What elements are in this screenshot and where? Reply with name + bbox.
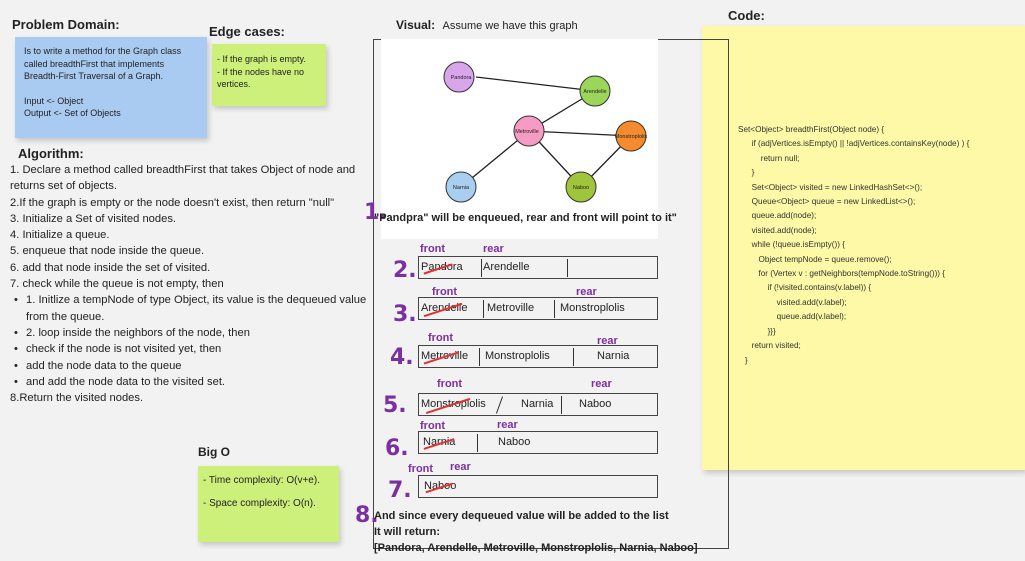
step-number-4: 4. <box>390 345 414 370</box>
queue-state-7: Naboo <box>418 475 658 498</box>
step-number-1: 1. <box>364 200 388 225</box>
graph-label-pandora: Pandora <box>451 75 473 81</box>
space-complexity: - Space complexity: O(n). <box>203 498 316 509</box>
step-number-5: 5. <box>383 393 407 418</box>
algorithm-step: 8.Return the visited nodes. <box>10 392 144 405</box>
problem-input: Input <- Object <box>24 95 84 106</box>
algorithm-step: 4. Initialize a queue. <box>10 229 110 242</box>
code-title: Code: <box>728 8 765 23</box>
queue-cell: Narnia <box>597 350 630 362</box>
graph-svg: Pandora Arendelle Metroville Monstroplol… <box>443 61 648 203</box>
code-block: Set<Object> breadthFirst(Object node) { … <box>738 125 970 365</box>
queue-cell: Naboo <box>579 398 612 410</box>
problem-domain-note[interactable]: Is to write a method for the Graph class… <box>15 37 207 138</box>
code-note[interactable] <box>702 26 1025 470</box>
graph-label-naboo: Naboo <box>573 185 589 191</box>
front-label: front <box>432 286 458 298</box>
algorithm-list: 1. Declare a method called breadthFirst … <box>10 162 375 406</box>
graph-node-arendelle <box>579 75 611 107</box>
step-number-7: 7. <box>388 478 412 503</box>
edge-case-1: - If the graph is empty. <box>217 54 306 64</box>
rear-label: rear <box>483 243 504 255</box>
final-result: [Pandora, Arendelle, Metroville, Monstro… <box>374 542 698 554</box>
graph-label-arendelle: Arendelle <box>583 89 606 95</box>
algorithm-substep: check if the node is not visited yet, th… <box>10 341 375 358</box>
final-line-2: It will return: <box>374 526 440 538</box>
front-label: front <box>420 243 446 255</box>
rear-label: rear <box>597 335 618 347</box>
algorithm-step: 6. add that node inside the set of visit… <box>10 261 211 274</box>
rear-label: rear <box>591 378 612 390</box>
algorithm-title: Algorithm: <box>18 146 84 161</box>
visual-subtitle: Assume we have this graph <box>442 20 578 32</box>
queue-cell: Monstroplolis <box>485 350 550 362</box>
algorithm-substep: add the node data to the queue <box>10 358 375 375</box>
graph-node-pandora <box>443 61 475 93</box>
algorithm-substep: 2. loop inside the neighbors of the node… <box>10 325 375 342</box>
algorithm-step: 5. enqueue that node inside the queue. <box>10 245 205 258</box>
graph-label-monstroplolis: Monstroplolis <box>615 134 648 140</box>
algorithm-substep: 1. Initlize a tempNode of type Object, i… <box>10 292 375 325</box>
graph-diagram: Pandora Arendelle Metroville Monstroplol… <box>381 39 658 239</box>
step-number-3: 3. <box>393 302 417 327</box>
step-1-text: "Pandpra" will be enqueued, rear and fro… <box>374 212 677 224</box>
queue-cell: Naboo <box>498 436 531 448</box>
rear-label: rear <box>576 286 597 298</box>
algorithm-substep: and add the node data to the visited set… <box>10 374 375 391</box>
graph-node-metroville <box>513 115 545 147</box>
queue-state-4: Metroville Monstroplolis Narnia <box>418 345 658 368</box>
algorithm-step: 7. check while the queue is not empty, t… <box>10 278 224 291</box>
queue-state-2: Pandora Arendelle <box>418 256 658 279</box>
step-number-2: 2. <box>393 258 417 283</box>
algorithm-step: 3. Initialize a Set of visited nodes. <box>10 212 177 225</box>
visual-header: Visual: Assume we have this graph <box>396 18 578 32</box>
algorithm-step: 2.If the graph is empty or the node does… <box>10 196 335 209</box>
queue-cell: Narnia <box>521 398 554 410</box>
problem-output: Output <- Set of Objects <box>24 108 121 118</box>
queue-state-3: Arendelle Metroville Monstroplolis <box>418 297 658 320</box>
edge-cases-title: Edge cases: <box>209 24 285 39</box>
queue-cell: Monstroplolis <box>560 302 625 314</box>
front-label: front <box>437 378 463 390</box>
step-number-6: 6. <box>385 436 409 461</box>
graph-node-narnia <box>445 171 477 203</box>
front-label: front <box>428 332 454 344</box>
rear-label: rear <box>450 461 471 473</box>
step-number-8: 8. <box>355 503 379 528</box>
front-label: front <box>408 463 434 475</box>
big-o-title: Big O <box>198 445 230 459</box>
edge-cases-note[interactable]: - If the graph is empty. - If the nodes … <box>212 44 326 106</box>
problem-domain-title: Problem Domain: <box>12 17 120 32</box>
graph-label-narnia: Narnia <box>453 185 470 191</box>
graph-node-naboo <box>565 171 597 203</box>
rear-label: rear <box>497 419 518 431</box>
graph-label-metroville: Metroville <box>515 129 539 135</box>
problem-domain-text: Is to write a method for the Graph class… <box>24 46 182 81</box>
visual-title: Visual: <box>396 18 436 32</box>
queue-cell: Metroville <box>487 302 535 314</box>
front-label: front <box>420 420 446 432</box>
graph-node-monstroplolis <box>615 120 647 152</box>
final-line-1: And since every dequeued value will be a… <box>374 510 669 522</box>
queue-state-5: Monstroplolis Narnia Naboo <box>418 393 658 416</box>
queue-state-6: Narnia Naboo <box>418 431 658 454</box>
algorithm-step: 1. Declare a method called breadthFirst … <box>10 164 356 193</box>
queue-cell: Arendelle <box>483 261 530 273</box>
edge-case-2: - If the nodes have no vertices. <box>217 66 305 90</box>
big-o-note[interactable]: - Time complexity: O(v+e). - Space compl… <box>198 466 339 542</box>
time-complexity: - Time complexity: O(v+e). <box>203 475 320 486</box>
